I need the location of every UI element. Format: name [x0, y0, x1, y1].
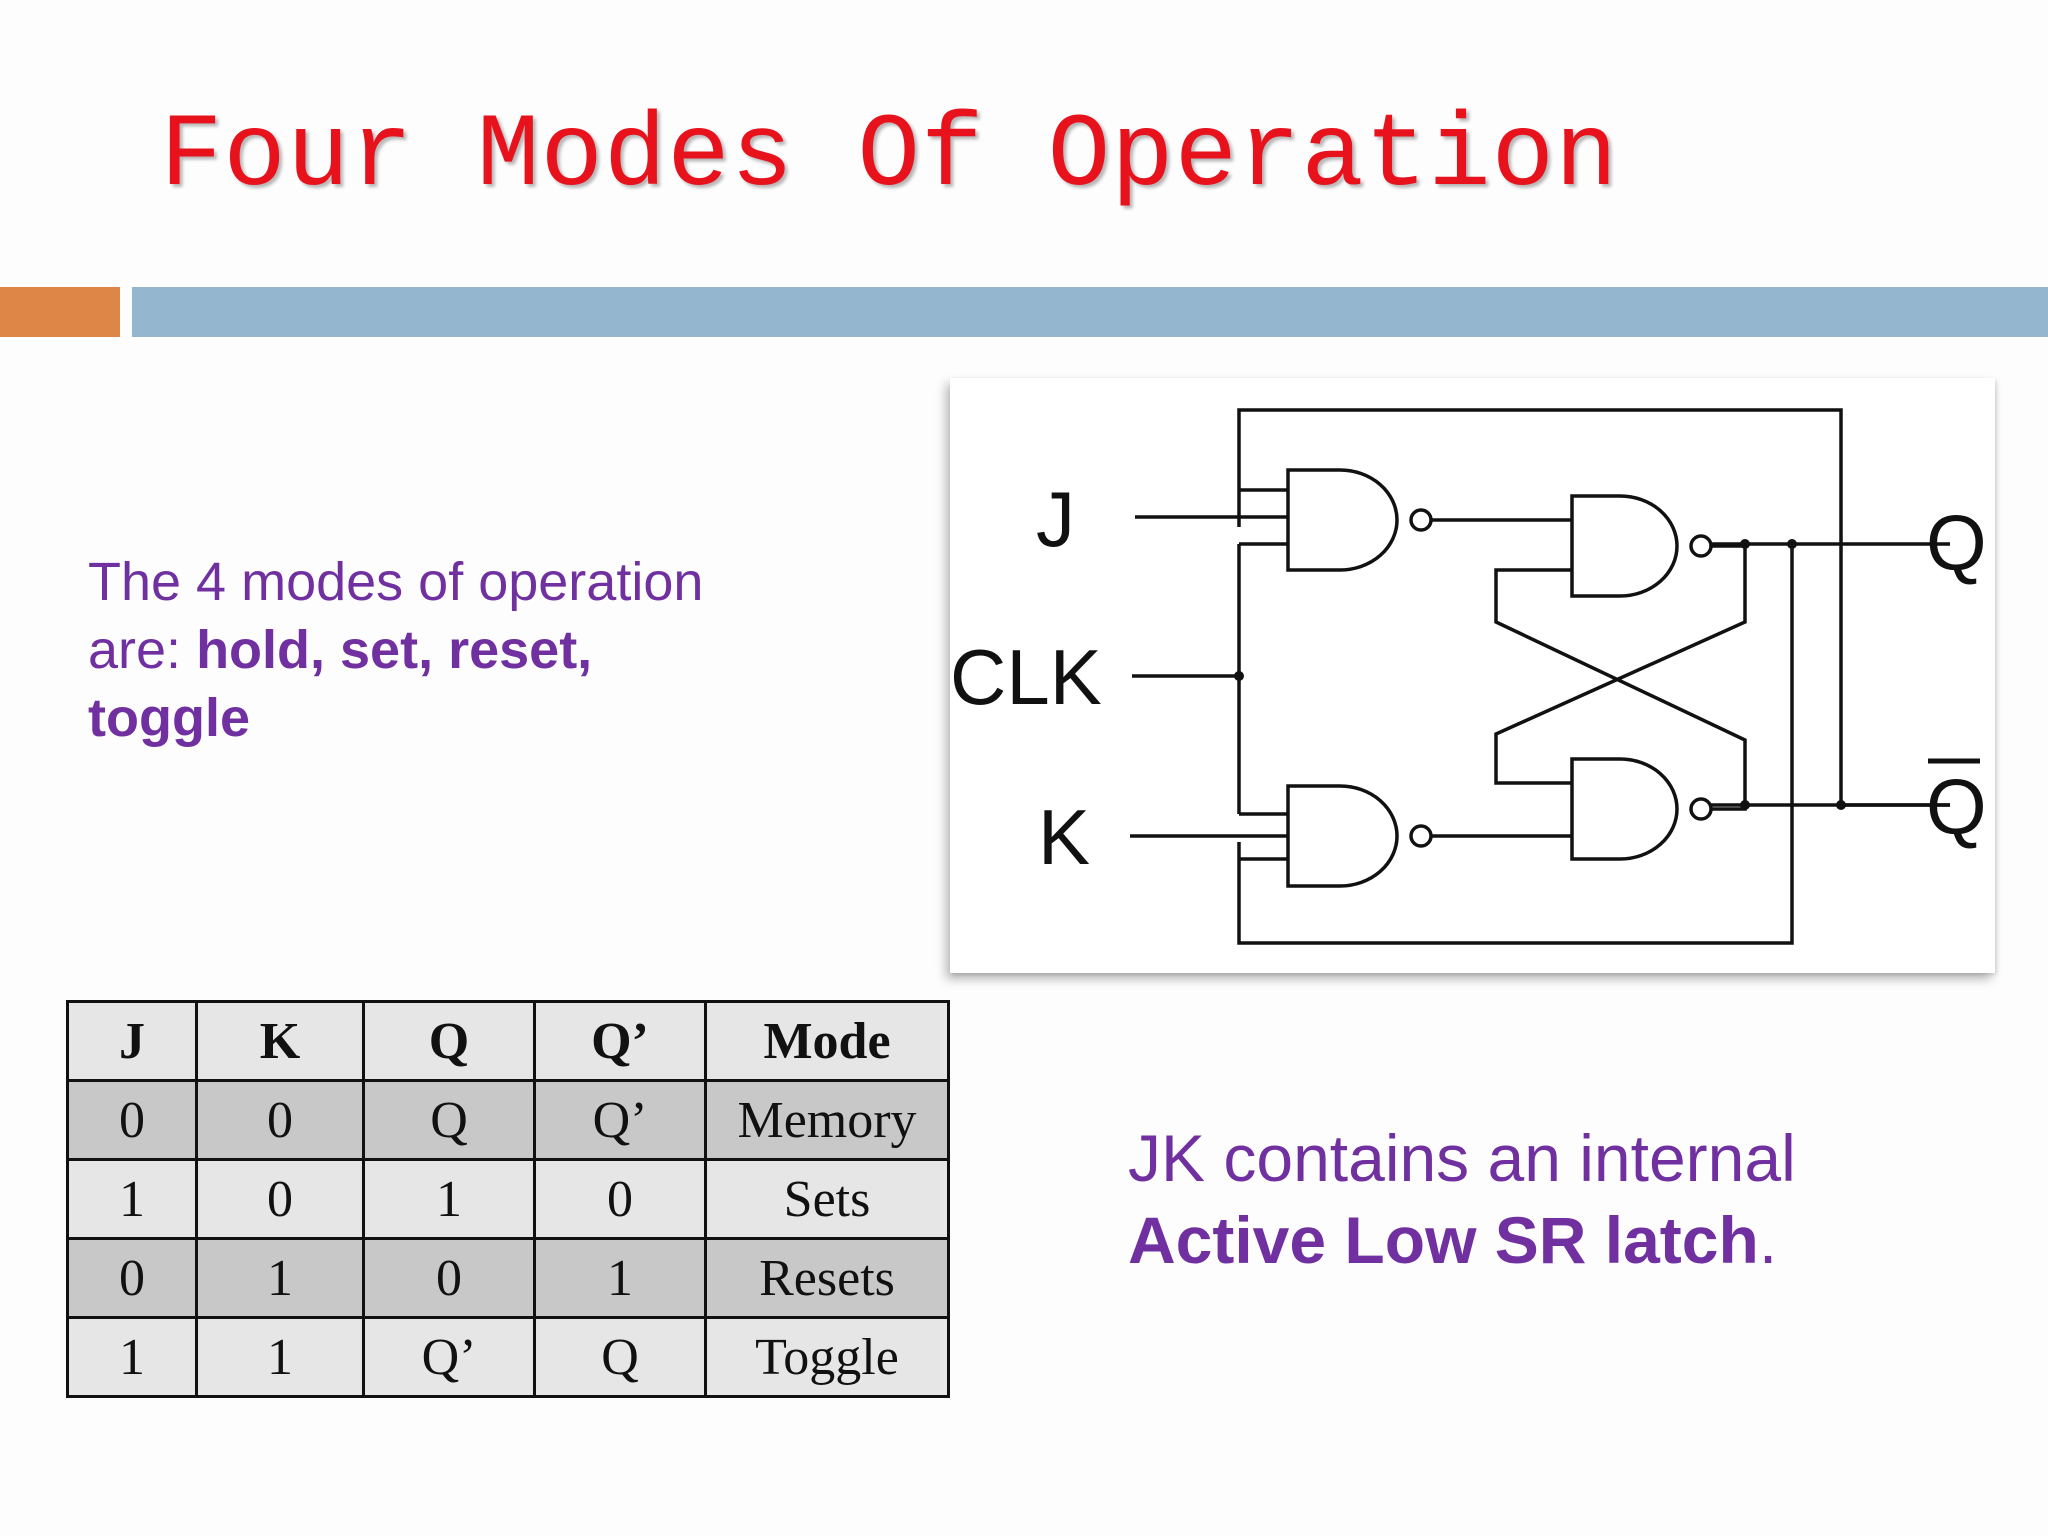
- jk-flip-flop-diagram: J CLK K Q Q: [950, 378, 1995, 973]
- cell: 1: [533, 1237, 707, 1319]
- intro-modes-a: hold, set, reset,: [196, 620, 593, 680]
- cross-wire-a: [1494, 568, 1747, 811]
- cell: 0: [195, 1079, 365, 1161]
- accent-bar-blue: [132, 287, 2048, 337]
- cell: Q’: [362, 1316, 536, 1398]
- intro-modes-b: toggle: [88, 688, 250, 748]
- cell: 0: [195, 1158, 365, 1240]
- header-mode: Mode: [704, 1000, 950, 1082]
- nand-gate-3: [1570, 494, 1679, 598]
- cross-wire-b: [1494, 544, 1747, 785]
- cell: Q: [533, 1316, 707, 1398]
- table-header-row: J K Q Q’ Mode: [66, 1000, 950, 1082]
- cell: 0: [66, 1079, 198, 1161]
- cell: Toggle: [704, 1316, 950, 1398]
- nand-gate-1-bubble: [1409, 508, 1433, 532]
- header-j: J: [66, 1000, 198, 1082]
- table-row: 0 1 0 1 Resets: [66, 1237, 950, 1319]
- nand-gate-1: [1286, 468, 1399, 572]
- cell: 1: [195, 1237, 365, 1319]
- nand-gate-2: [1286, 784, 1399, 888]
- feedback-bottom-wire: [1237, 544, 1794, 945]
- label-clk: CLK: [950, 633, 1102, 721]
- cell: Resets: [704, 1237, 950, 1319]
- cell: 0: [66, 1237, 198, 1319]
- header-q-prime: Q’: [533, 1000, 707, 1082]
- note-line1: JK contains an internal: [1128, 1121, 1796, 1195]
- note-bold: Active Low SR latch: [1128, 1203, 1759, 1277]
- label-qbar: Q: [1926, 763, 1987, 851]
- label-q: Q: [1926, 499, 1987, 587]
- note-end: .: [1758, 1203, 1778, 1277]
- nand-gate-2-bubble: [1409, 824, 1433, 848]
- table-row: 1 1 Q’ Q Toggle: [66, 1316, 950, 1398]
- cell: 1: [66, 1316, 198, 1398]
- cell: 0: [362, 1237, 536, 1319]
- cell: 1: [66, 1158, 198, 1240]
- cell: Q’: [533, 1079, 707, 1161]
- cell: Memory: [704, 1079, 950, 1161]
- label-k: K: [1038, 793, 1090, 881]
- nand-gate-3-bubble: [1689, 534, 1713, 558]
- cell: 1: [195, 1316, 365, 1398]
- cell: 0: [533, 1158, 707, 1240]
- accent-bar-orange: [0, 287, 120, 337]
- nand-gate-4: [1570, 757, 1679, 861]
- intro-text: The 4 modes of operation are: hold, set,…: [88, 548, 768, 752]
- cell: Sets: [704, 1158, 950, 1240]
- nand-gate-4-bubble: [1689, 797, 1713, 821]
- cell: Q: [362, 1079, 536, 1161]
- label-j: J: [1036, 475, 1075, 563]
- truth-table: J K Q Q’ Mode 0 0 Q Q’ Memory 1 0 1 0 Se…: [66, 1000, 950, 1398]
- sr-latch-note: JK contains an internal Active Low SR la…: [1128, 1117, 1988, 1281]
- intro-line1: The 4 modes of operation: [88, 552, 704, 612]
- table-row: 0 0 Q Q’ Memory: [66, 1079, 950, 1161]
- table-row: 1 0 1 0 Sets: [66, 1158, 950, 1240]
- cell: 1: [362, 1158, 536, 1240]
- header-q: Q: [362, 1000, 536, 1082]
- intro-prefix: are:: [88, 620, 197, 680]
- slide-title: Four Modes Of Operation: [160, 98, 1619, 216]
- header-k: K: [195, 1000, 365, 1082]
